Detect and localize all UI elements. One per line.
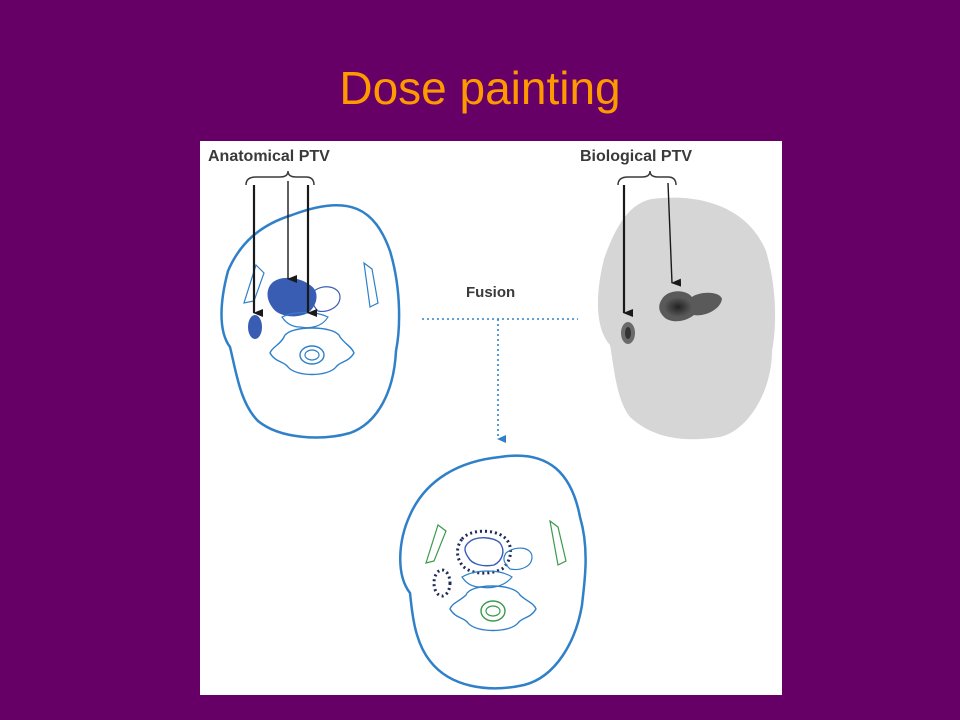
anatomical-adjacent-organ bbox=[311, 286, 341, 312]
biological-ptv-label: Biological PTV bbox=[580, 148, 692, 165]
biological-head bbox=[597, 197, 776, 440]
fused-left-organ bbox=[425, 524, 447, 564]
anatomical-right-organ bbox=[363, 261, 379, 308]
dose-painting-figure: Anatomical PTV Biological PTV Fusion bbox=[200, 141, 782, 695]
fused-right-organ bbox=[549, 519, 567, 566]
anatomical-ptv-label: Anatomical PTV bbox=[208, 148, 330, 165]
anatomical-spinal-canal bbox=[299, 345, 325, 365]
fused-adjacent-organ bbox=[503, 547, 533, 571]
fused-head bbox=[399, 454, 587, 690]
fused-node-dose-boundary bbox=[432, 568, 452, 598]
fused-primary-target-outline bbox=[464, 537, 504, 567]
biological-brace bbox=[617, 170, 677, 186]
slide-title: Dose painting bbox=[339, 62, 621, 114]
anatomical-spinal-cord bbox=[304, 349, 320, 361]
fused-primary-dose-boundary bbox=[456, 529, 512, 575]
biological-hotspot bbox=[664, 297, 692, 317]
fusion-label: Fusion bbox=[466, 284, 515, 301]
anatomical-node-target bbox=[248, 315, 262, 339]
biological-node-core bbox=[625, 327, 631, 339]
anatomical-vertebra bbox=[269, 327, 355, 376]
fused-spinal-canal bbox=[480, 600, 506, 622]
fused-spinal-cord bbox=[485, 605, 501, 617]
bio-arrow-to-primary bbox=[667, 182, 682, 287]
anatomical-primary-target bbox=[267, 277, 317, 317]
anatomical-head bbox=[220, 203, 401, 439]
anatomical-brace bbox=[245, 170, 315, 186]
anatomical-airway bbox=[281, 311, 329, 329]
anatomical-head-outline bbox=[220, 203, 401, 439]
fused-vertebra bbox=[449, 585, 537, 632]
